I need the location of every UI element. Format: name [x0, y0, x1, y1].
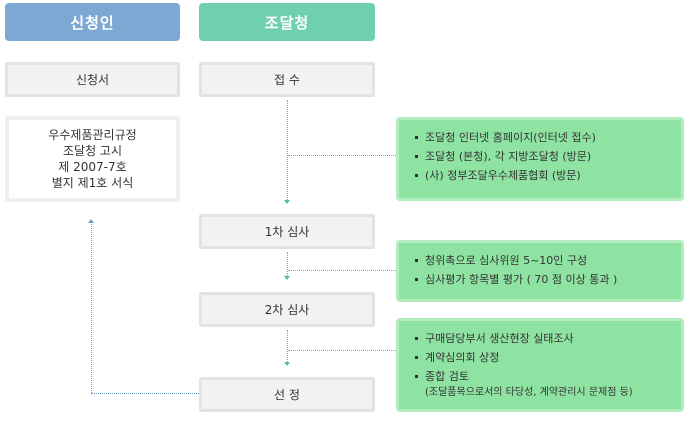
review-1-note: 청위촉으로 심사위원 5~10인 구성 심사평가 항목별 평가 ( 70 점 이… — [396, 240, 684, 302]
receipt-note: 조달청 인터넷 홈페이지(인터넷 접수) 조달청 (본청), 각 지방조달청 (… — [396, 117, 684, 201]
review-1-note-item: 청위촉으로 심사위원 5~10인 구성 — [415, 251, 671, 270]
flow-line — [287, 330, 288, 362]
application-form-box: 신청서 — [5, 62, 180, 97]
receipt-note-item: (사) 정부조달우수제품협회 (방문) — [415, 166, 671, 185]
step-selection: 선 정 — [199, 377, 375, 412]
review-2-note-item: 계약심의회 상정 — [415, 348, 671, 367]
step-selection-label: 선 정 — [274, 388, 300, 402]
note-connector — [288, 350, 396, 351]
applicant-header: 신청인 — [5, 3, 180, 41]
form-reference-box: 우수제품관리규정 조달청 고시 제 2007-7호 별지 제1호 서식 — [5, 116, 180, 202]
step-review-1-label: 1차 심사 — [264, 225, 310, 239]
feedback-arrow-icon — [88, 219, 94, 223]
review-2-note-subtext: (조달품목으로서의 타당성, 계약관리시 문제점 등) — [425, 387, 633, 398]
flow-arrow-icon — [284, 276, 290, 280]
step-receipt: 접 수 — [199, 62, 375, 97]
step-receipt-label: 접 수 — [274, 73, 300, 87]
application-form-label: 신청서 — [75, 73, 110, 87]
flow-arrow-icon — [284, 362, 290, 366]
procurement-header: 조달청 — [199, 3, 375, 41]
receipt-note-item: 조달청 인터넷 홈페이지(인터넷 접수) — [415, 128, 671, 147]
flow-arrow-icon — [284, 200, 290, 204]
form-reference-line: 제 2007-7호 — [58, 160, 127, 174]
step-review-2: 2차 심사 — [199, 292, 375, 327]
review-1-note-item: 심사평가 항목별 평가 ( 70 점 이상 통과 ) — [415, 270, 671, 289]
form-reference-line: 별지 제1호 서식 — [51, 176, 134, 190]
step-review-2-label: 2차 심사 — [264, 303, 310, 317]
form-reference-line: 조달청 고시 — [62, 144, 122, 158]
receipt-note-item: 조달청 (본청), 각 지방조달청 (방문) — [415, 147, 671, 166]
note-connector — [288, 155, 396, 156]
review-2-note-text: 종합 검토 — [425, 370, 469, 383]
review-2-note: 구매담당부서 생산현장 실태조사 계약심의회 상정 종합 검토 (조달품목으로서… — [396, 318, 684, 412]
review-2-note-item: 구매담당부서 생산현장 실태조사 — [415, 329, 671, 348]
flow-line — [287, 252, 288, 276]
feedback-line — [91, 224, 92, 393]
note-connector — [288, 270, 396, 271]
feedback-line — [91, 393, 199, 394]
form-reference-line: 우수제품관리규정 — [48, 128, 137, 142]
step-review-1: 1차 심사 — [199, 214, 375, 249]
flow-line — [287, 100, 288, 200]
review-2-note-item: 종합 검토 (조달품목으로서의 타당성, 계약관리시 문제점 등) — [415, 367, 671, 400]
